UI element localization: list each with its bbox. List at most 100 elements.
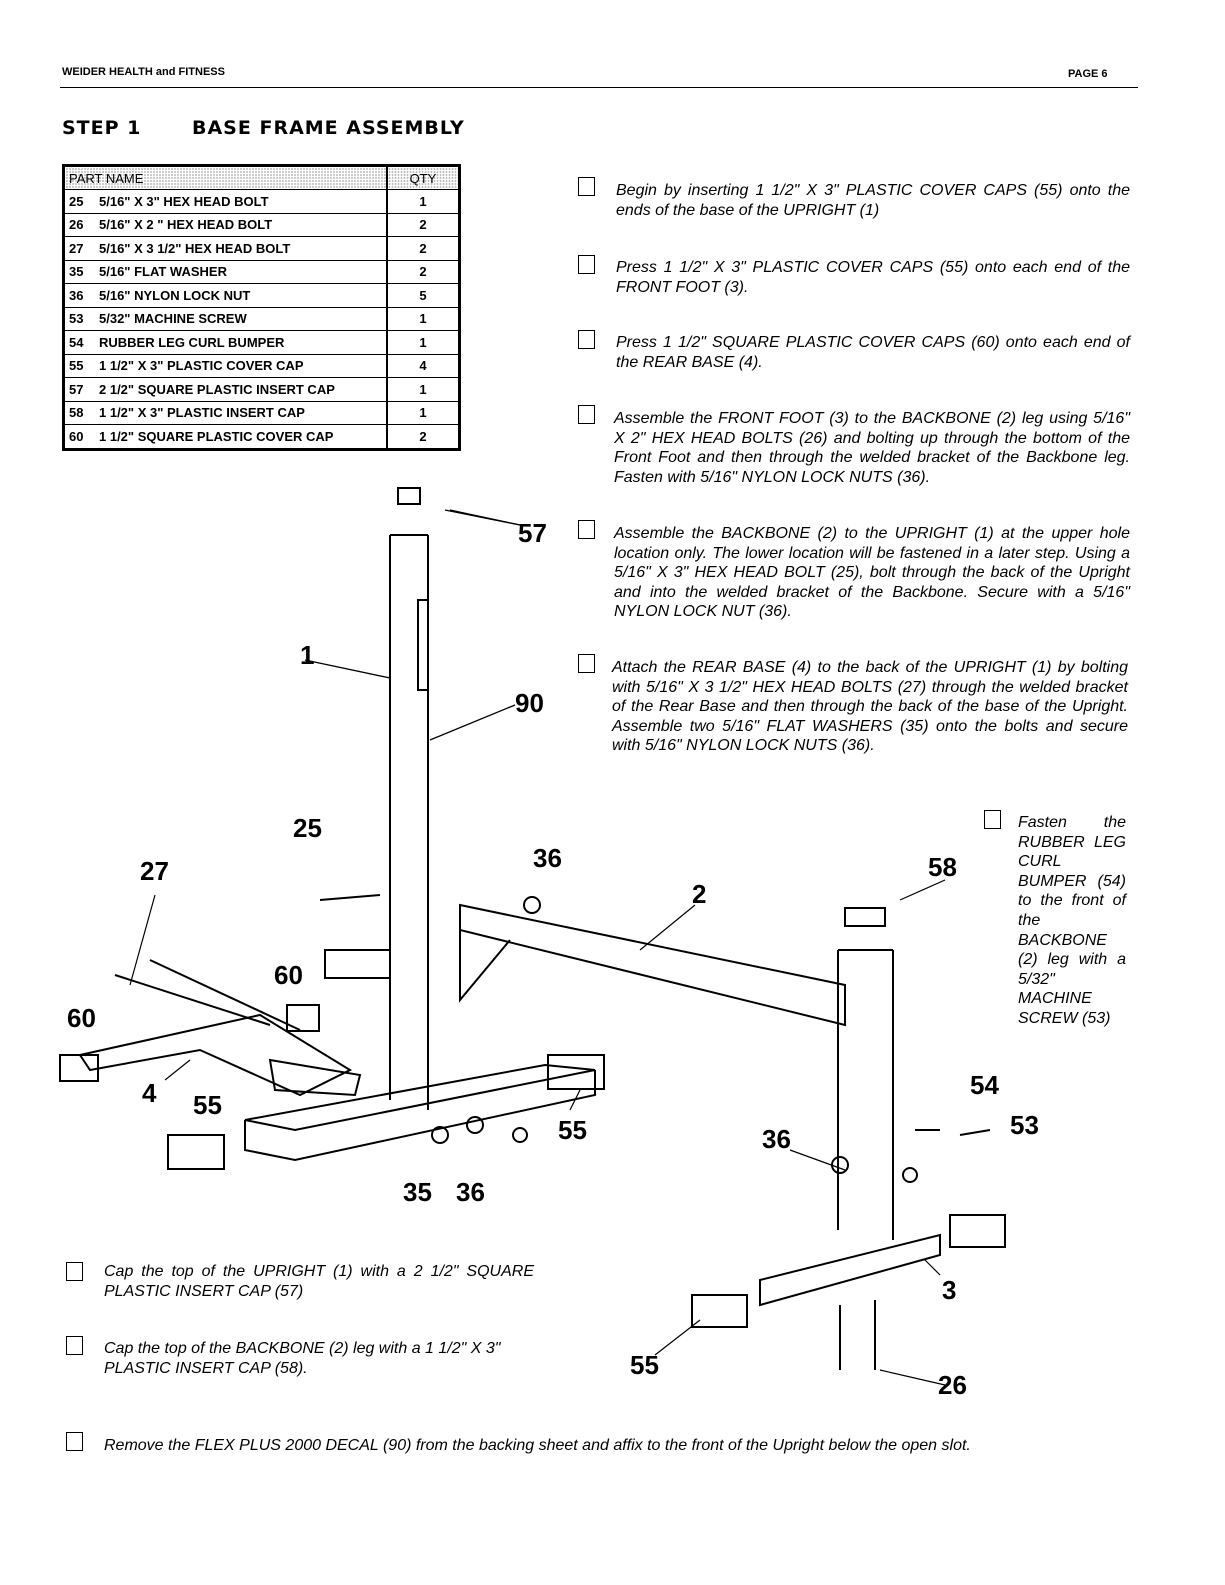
part-number: 54 xyxy=(69,334,84,350)
part-qty: 5 xyxy=(386,283,460,308)
bumper-and-screw xyxy=(915,1129,991,1136)
front-foot xyxy=(759,1233,941,1307)
part-name: 5/16" X 3" HEX HEAD BOLT xyxy=(99,193,269,209)
checkbox-8[interactable] xyxy=(66,1262,83,1281)
col-qty: QTY xyxy=(386,165,460,190)
part-number: 26 xyxy=(69,217,84,233)
callout-label: 36 xyxy=(456,1177,485,1207)
part-name: 5/16" FLAT WASHER xyxy=(99,264,227,280)
part-name: 5/16" X 2 " HEX HEAD BOLT xyxy=(99,217,273,233)
callout-label: 60 xyxy=(274,960,303,990)
instruction-4: Assemble the FRONT FOOT (3) to the BACKB… xyxy=(614,410,1130,486)
checkbox-2[interactable] xyxy=(578,255,595,274)
part-name: 1 1/2" X 3" PLASTIC COVER CAP xyxy=(99,358,304,374)
checkbox-10[interactable] xyxy=(66,1432,83,1451)
upright-slot xyxy=(417,599,429,691)
instruction-10: Remove the FLEX PLUS 2000 DECAL (90) fro… xyxy=(104,1437,971,1454)
part-qty: 2 xyxy=(386,236,460,261)
cap-55-front-left xyxy=(691,1294,748,1328)
part-qty: 2 xyxy=(386,212,460,237)
checkbox-3[interactable] xyxy=(578,330,595,349)
callout-label: 90 xyxy=(515,688,544,718)
part-name: 2 1/2" SQUARE PLASTIC INSERT CAP xyxy=(99,381,335,397)
part-name: 5/16" X 3 1/2" HEX HEAD BOLT xyxy=(99,240,291,256)
cap-60-left xyxy=(59,1054,99,1082)
callout-label: 3 xyxy=(942,1275,957,1305)
part-qty: 2 xyxy=(386,259,460,284)
callout-label: 57 xyxy=(518,518,547,548)
insert-cap-57 xyxy=(397,487,421,505)
callout-label: 1 xyxy=(300,640,315,670)
step-title: BASE FRAME ASSEMBLY xyxy=(192,117,465,139)
checkbox-9[interactable] xyxy=(66,1336,83,1355)
part-name-cell: 54 RUBBER LEG CURL BUMPER xyxy=(63,330,388,355)
part-name: 5/16" NYLON LOCK NUT xyxy=(99,287,251,303)
callout-label: 26 xyxy=(938,1370,967,1400)
page-number: PAGE 6 xyxy=(1068,68,1108,80)
part-number: 53 xyxy=(69,311,84,327)
checkbox-1[interactable] xyxy=(578,177,595,196)
callout-label: 36 xyxy=(533,843,562,873)
cap-55-left xyxy=(167,1134,225,1170)
instruction-9: Cap the top of the BACKBONE (2) leg with… xyxy=(104,1340,501,1377)
instruction-8: Cap the top of the UPRIGHT (1) with a 2 … xyxy=(104,1263,534,1300)
upright-base xyxy=(244,1063,596,1162)
table-row: 55 1 1/2" X 3" PLASTIC COVER CAP 4 xyxy=(63,353,460,378)
col-part-name: PART NAME xyxy=(63,165,388,190)
bolts xyxy=(114,894,381,1031)
callout-label: 60 xyxy=(67,1003,96,1033)
bracket-stub xyxy=(324,949,391,979)
callout-label: 55 xyxy=(193,1090,222,1120)
callout-label: 25 xyxy=(293,813,322,843)
part-qty: 1 xyxy=(386,377,460,402)
part-number: 60 xyxy=(69,428,84,444)
part-number: 36 xyxy=(69,287,84,303)
part-number: 55 xyxy=(69,358,84,374)
callout-label: 55 xyxy=(630,1350,659,1380)
part-name-cell: 26 5/16" X 2 " HEX HEAD BOLT xyxy=(63,212,388,237)
insert-cap-58 xyxy=(844,907,886,927)
instruction-5: Assemble the BACKBONE (2) to the UPRIGHT… xyxy=(614,525,1130,621)
part-name-cell: 35 5/16" FLAT WASHER xyxy=(63,259,388,284)
instruction-1: Begin by inserting 1 1/2" X 3" PLASTIC C… xyxy=(616,182,1130,219)
part-name: RUBBER LEG CURL BUMPER xyxy=(99,334,285,350)
part-qty: 1 xyxy=(386,306,460,331)
table-row: 53 5/32" MACHINE SCREW 1 xyxy=(63,306,460,331)
part-name: 5/32" MACHINE SCREW xyxy=(99,311,247,327)
cap-55-front-right xyxy=(949,1214,1006,1248)
instruction-3: Press 1 1/2" SQUARE PLASTIC COVER CAPS (… xyxy=(616,334,1130,371)
upright-tube xyxy=(389,534,429,1110)
instruction-6: Attach the REAR BASE (4) to the back of … xyxy=(612,659,1128,755)
checkbox-6[interactable] xyxy=(578,654,595,673)
callout-label: 27 xyxy=(140,856,169,886)
part-name: 1 1/2" SQUARE PLASTIC COVER CAP xyxy=(99,428,334,444)
part-qty: 1 xyxy=(386,330,460,355)
nut-36 xyxy=(831,1156,849,1174)
table-row: 54 RUBBER LEG CURL BUMPER 1 xyxy=(63,330,460,355)
callout-label: 35 xyxy=(403,1177,432,1207)
part-name-cell: 53 5/32" MACHINE SCREW xyxy=(63,306,388,331)
instruction-7: Fasten the RUBBER LEG CURL BUMPER (54) t… xyxy=(1018,814,1126,1027)
part-name-cell: 55 1 1/2" X 3" PLASTIC COVER CAP xyxy=(63,353,388,378)
checkbox-5[interactable] xyxy=(578,520,595,539)
part-qty: 4 xyxy=(386,353,460,378)
step-number: STEP 1 xyxy=(62,117,142,139)
cap-60-right xyxy=(286,1004,320,1032)
part-name: 1 1/2" X 3" PLASTIC INSERT CAP xyxy=(99,405,305,421)
checkbox-7[interactable] xyxy=(984,810,1001,829)
callout-label: 58 xyxy=(928,852,957,882)
table-row: 36 5/16" NYLON LOCK NUT 5 xyxy=(63,283,460,308)
cap-55-right xyxy=(547,1054,605,1090)
checkbox-4[interactable] xyxy=(578,405,595,424)
part-number: 35 xyxy=(69,264,84,280)
backbone-leg xyxy=(837,949,894,1240)
callout-leaders xyxy=(129,509,946,1386)
